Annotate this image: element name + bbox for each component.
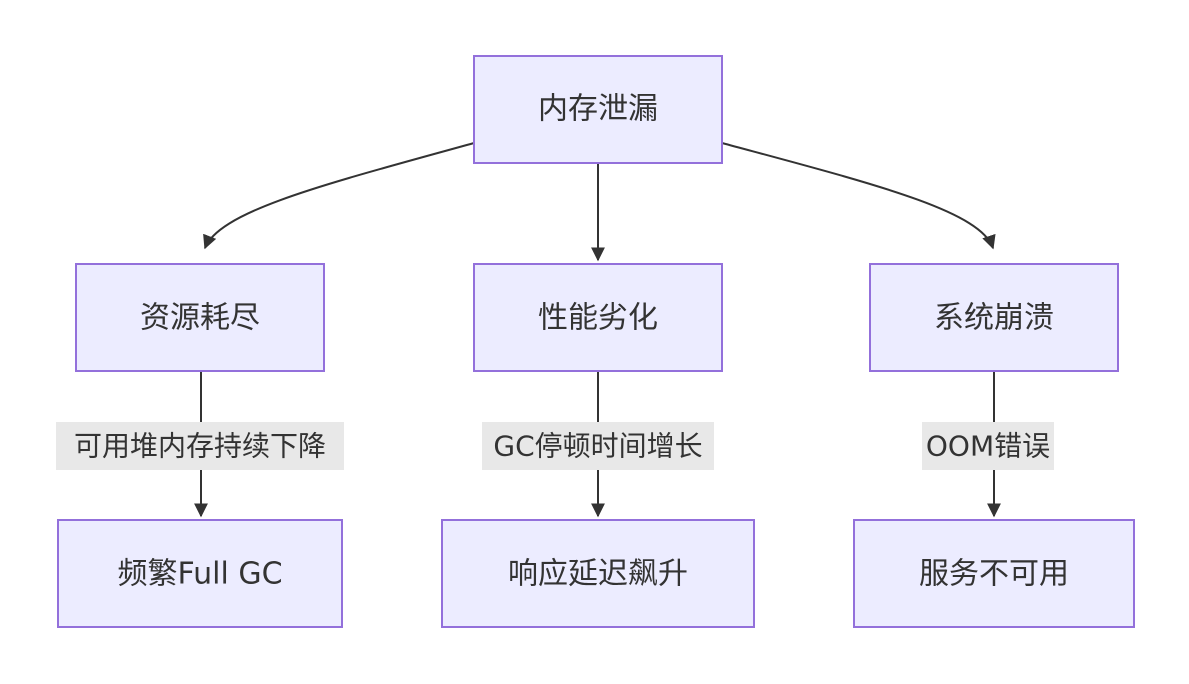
node-memory-leak-label: 内存泄漏 [538, 92, 658, 127]
node-latency-spike[interactable]: 响应延迟飙升 [441, 519, 755, 628]
node-performance-degradation-label: 性能劣化 [538, 301, 658, 336]
edge-leak-to-crash [721, 142, 996, 250]
edge-label-gc-pause-text: GC停顿时间增长 [493, 430, 702, 463]
node-performance-degradation[interactable]: 性能劣化 [473, 263, 723, 372]
node-system-crash-label: 系统崩溃 [934, 301, 1054, 336]
edge-label-oom-text: OOM错误 [926, 430, 1050, 463]
node-service-unavailable[interactable]: 服务不可用 [853, 519, 1135, 628]
edge-label-oom: OOM错误 [922, 422, 1054, 470]
node-service-unavailable-label: 服务不可用 [919, 557, 1069, 592]
node-resource-exhaustion-label: 资源耗尽 [140, 301, 260, 336]
edge-label-heap-drop: 可用堆内存持续下降 [56, 422, 344, 470]
node-latency-spike-label: 响应延迟飙升 [508, 557, 688, 592]
node-system-crash[interactable]: 系统崩溃 [869, 263, 1119, 372]
node-frequent-full-gc-label: 频繁Full GC [117, 557, 282, 592]
node-memory-leak[interactable]: 内存泄漏 [473, 55, 723, 164]
edge-label-heap-drop-text: 可用堆内存持续下降 [74, 430, 326, 463]
node-frequent-full-gc[interactable]: 频繁Full GC [57, 519, 343, 628]
edge-leak-to-exhaust [203, 142, 475, 250]
edge-label-gc-pause: GC停顿时间增长 [482, 422, 714, 470]
node-resource-exhaustion[interactable]: 资源耗尽 [75, 263, 325, 372]
